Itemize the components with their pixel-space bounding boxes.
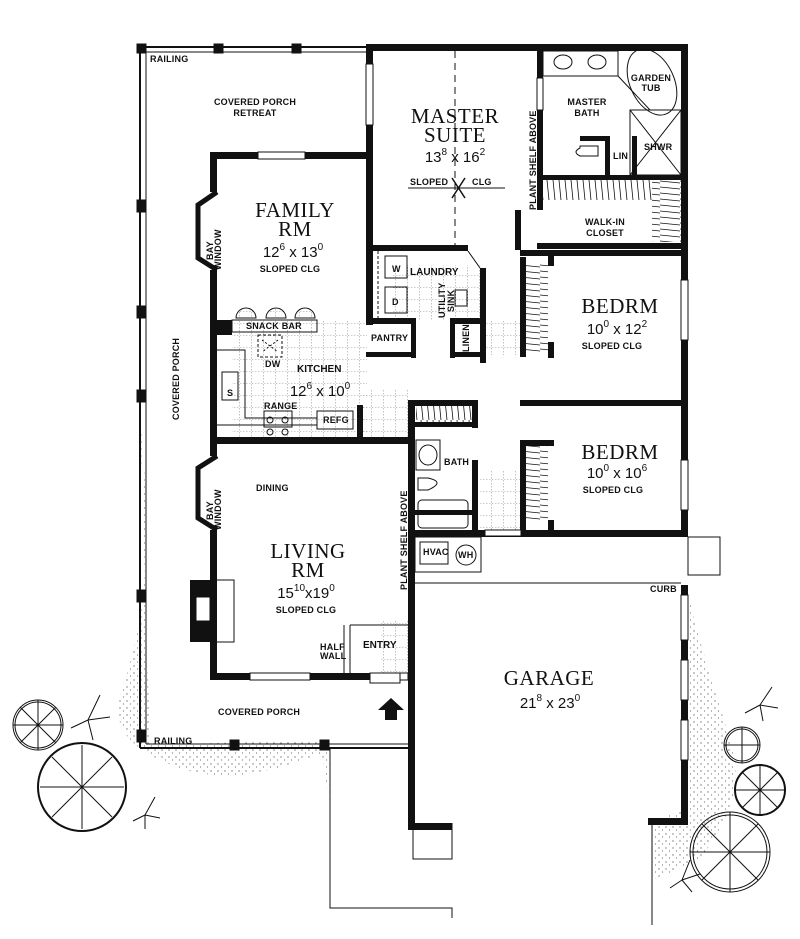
entry-label: ENTRY — [363, 640, 397, 651]
garage-name: GARAGE — [503, 666, 595, 690]
master-suite-name-2: SUITE — [424, 123, 486, 147]
tile-floors — [232, 265, 520, 675]
family-rm-ceiling-note: SLOPED CLG — [259, 264, 321, 274]
walk-in-closet-label-2: CLOSET — [586, 228, 624, 238]
laundry-label: LAUNDRY — [410, 267, 459, 278]
living-rm-ceiling-note: SLOPED CLG — [275, 605, 337, 615]
landscape-stipple — [118, 420, 736, 880]
dining-label: DINING — [256, 483, 289, 493]
clg-label: CLG — [472, 177, 492, 187]
sloped-label: SLOPED — [410, 177, 449, 187]
range-label: RANGE — [264, 401, 298, 411]
family-rm-name-2: RM — [278, 217, 312, 241]
living-rm-name-2: RM — [291, 558, 325, 582]
bedrm-2-dimensions: 100 x 106 — [586, 463, 648, 482]
bedrm-1-dimensions: 100 x 122 — [586, 319, 648, 338]
garden-tub-label: GARDEN — [630, 73, 672, 83]
family-rm-name: FAMILY — [255, 198, 335, 222]
kitchen-dimensions: 126 x 100 — [289, 381, 351, 400]
living-rm-dimensions: 1510x190 — [277, 583, 335, 602]
closet-hatching — [416, 180, 681, 520]
bath-label: BATH — [444, 457, 470, 467]
hvac-label: HVAC — [423, 547, 449, 557]
half-wall-label: HALF — [320, 642, 345, 652]
master-bath-label-2: BATH — [574, 108, 600, 118]
railing-label-top: RAILING — [150, 54, 189, 64]
bedrm-2-name: BEDRM — [581, 440, 659, 464]
snack-bar-label: SNACK BAR — [246, 321, 302, 331]
interior-walls — [210, 44, 687, 535]
utility-sink-label-2: SINK — [446, 289, 456, 312]
garden-tub-label-2: TUB — [641, 83, 661, 93]
pantry-label: PANTRY — [371, 333, 409, 343]
master-bath-label: MASTER — [567, 97, 607, 107]
linen-label: LINEN — [461, 324, 471, 352]
covered-porch-retreat-label-2: RETREAT — [233, 108, 277, 118]
shwr-label: SHWR — [644, 142, 673, 152]
bay-window-label-2: WINDOW — [213, 229, 223, 270]
entry-arrow-icon — [378, 698, 404, 720]
bedrm-1-ceiling-note: SLOPED CLG — [581, 341, 643, 351]
master-suite-dimensions: 138 x 162 — [424, 147, 486, 166]
dryer-label: D — [392, 297, 399, 307]
kitchen-label: KITCHEN — [297, 364, 342, 375]
covered-porch-outline — [136, 43, 415, 751]
bay-window-living-label-2: WINDOW — [213, 489, 223, 530]
living-rm-name: LIVING — [270, 539, 346, 563]
garage-dimensions: 218 x 230 — [519, 693, 581, 712]
master-suite-name: MASTER — [410, 104, 500, 128]
landscape-plants — [12, 686, 786, 893]
refg-label: REFG — [323, 415, 349, 425]
washer-label: W — [392, 264, 401, 274]
sink-label: S — [227, 388, 234, 398]
lin-label: LIN — [613, 151, 629, 161]
curb-label: CURB — [650, 584, 677, 594]
fixtures — [195, 48, 682, 684]
water-heater-label: WH — [458, 550, 474, 560]
railing-label-bottom: RAILING — [154, 736, 193, 746]
family-rm-dimensions: 126 x 130 — [262, 242, 324, 261]
plant-shelf-label-master: PLANT SHELF ABOVE — [528, 110, 538, 210]
plant-shelf-label-living: PLANT SHELF ABOVE — [399, 490, 409, 590]
covered-porch-front-label: COVERED PORCH — [218, 707, 301, 717]
covered-porch-retreat-label: COVERED PORCH — [213, 97, 297, 107]
bedrm-2-ceiling-note: SLOPED CLG — [582, 485, 644, 495]
walk-in-closet-label: WALK-IN — [585, 217, 625, 227]
bedrm-1-name: BEDRM — [581, 294, 659, 318]
driveway-outline — [329, 748, 653, 925]
covered-porch-side-label: COVERED PORCH — [171, 337, 181, 420]
half-wall-label-2: WALL — [320, 651, 347, 661]
dw-label: DW — [265, 359, 281, 369]
